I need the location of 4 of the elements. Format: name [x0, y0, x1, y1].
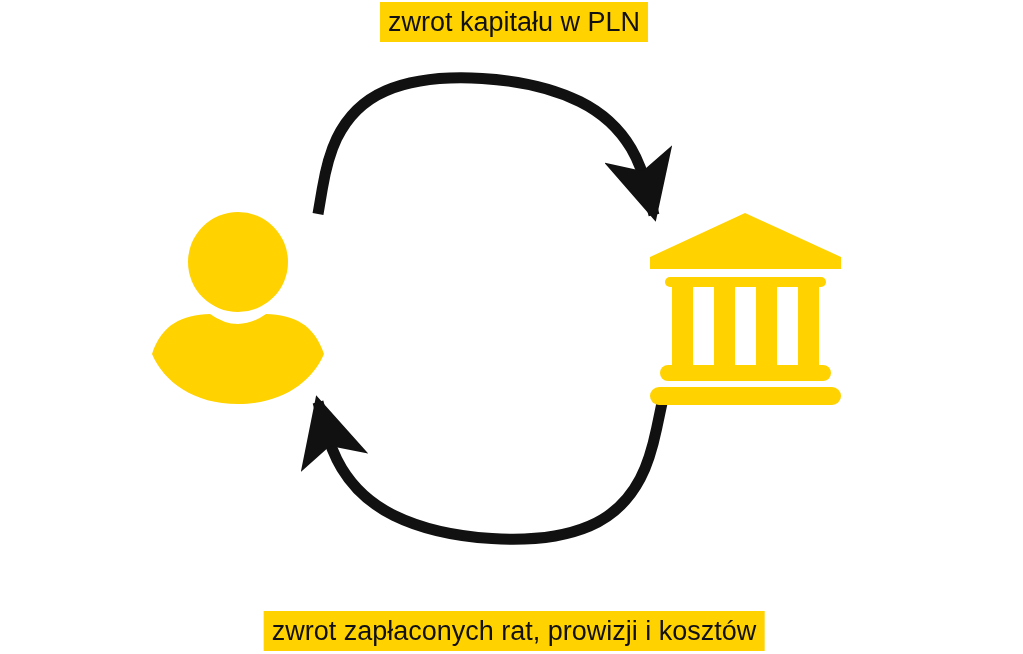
curved-arrow [300, 395, 668, 545]
edge-label: zwrot zapłaconych rat, prowizji i kosztów [263, 611, 765, 651]
curved-arrow [312, 72, 673, 222]
edge-label: zwrot kapitału w PLN [379, 2, 649, 42]
